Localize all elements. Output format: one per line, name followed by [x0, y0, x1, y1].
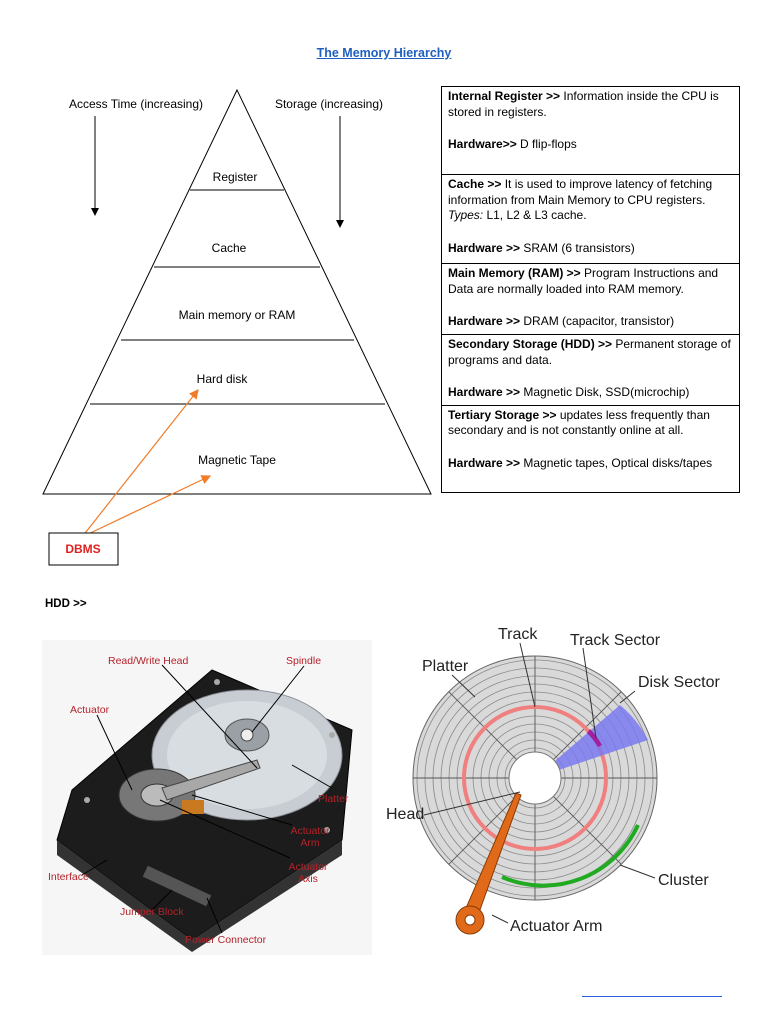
level-main-memory: Main memory or RAM: [179, 308, 296, 322]
level-register: Register: [213, 170, 258, 184]
hardware-value: D flip-flops: [517, 137, 577, 151]
hardware-label: Hardware >>: [448, 314, 520, 328]
table-row: Main Memory (RAM) >> Program Instruction…: [442, 264, 740, 335]
label-spindle: Spindle: [286, 655, 321, 667]
label-actuator: Actuator: [70, 704, 110, 716]
hardware-label: Hardware >>: [448, 456, 520, 470]
label-actuator-arm-line2: Arm: [300, 837, 320, 849]
hdd-photo: Read/Write Head Spindle Actuator Platter…: [42, 640, 372, 955]
row-heading: Cache >>: [448, 177, 501, 191]
label-track: Track: [498, 626, 538, 643]
hardware-label: Hardware>>: [448, 137, 517, 151]
types-label: Types:: [448, 208, 483, 222]
label-actuator-arm-line1: Actuator: [290, 825, 330, 837]
label-platter-disk: Platter: [422, 658, 469, 675]
hdd-heading: HDD >>: [45, 598, 87, 610]
label-read-write-head: Read/Write Head: [108, 655, 189, 667]
pyramid-outline: [43, 90, 431, 494]
hardware-value: Magnetic tapes, Optical disks/tapes: [520, 456, 712, 470]
label-head: Head: [386, 806, 424, 823]
label-jumper-block: Jumper Block: [120, 906, 184, 918]
hardware-label: Hardware >>: [448, 385, 520, 399]
types-value: L1, L2 & L3 cache.: [483, 208, 586, 222]
table-row: Cache >> It is used to improve latency o…: [442, 175, 740, 264]
label-actuator-axis-line1: Actuator: [288, 861, 328, 873]
label-disk-sector: Disk Sector: [638, 674, 720, 691]
row-heading: Secondary Storage (HDD) >>: [448, 337, 612, 351]
hardware-value: Magnetic Disk, SSD(microchip): [520, 385, 689, 399]
table-row: Tertiary Storage >> updates less frequen…: [442, 405, 740, 492]
level-cache: Cache: [212, 241, 247, 255]
memory-info-table: Internal Register >> Information inside …: [441, 86, 740, 493]
label-actuator-axis-line2: Axis: [298, 873, 318, 885]
row-heading: Main Memory (RAM) >>: [448, 266, 581, 280]
label-actuator-arm: Actuator Arm: [510, 918, 602, 935]
label-platter: Platter: [318, 793, 349, 805]
row-heading: Tertiary Storage >>: [448, 408, 557, 422]
table-row: Secondary Storage (HDD) >> Permanent sto…: [442, 335, 740, 406]
hardware-value: DRAM (capacitor, transistor): [520, 314, 674, 328]
access-time-label: Access Time (increasing): [69, 97, 203, 111]
dbms-label: DBMS: [65, 542, 100, 556]
level-hard-disk: Hard disk: [197, 372, 249, 386]
dbms-arrow-hard-disk: [82, 390, 198, 537]
storage-label: Storage (increasing): [275, 97, 383, 111]
footer-link-line: [582, 996, 722, 997]
memory-hierarchy-pyramid: Access Time (increasing) Storage (increa…: [0, 0, 440, 580]
label-interface: Interface: [48, 871, 89, 883]
table-row: Internal Register >> Information inside …: [442, 87, 740, 175]
label-power-connector: Power Connector: [185, 934, 267, 946]
label-cluster: Cluster: [658, 872, 709, 889]
label-track-sector: Track Sector: [570, 632, 661, 649]
dbms-arrow-magnetic-tape: [82, 476, 210, 537]
row-heading: Internal Register >>: [448, 89, 560, 103]
hardware-label: Hardware >>: [448, 241, 520, 255]
hardware-value: SRAM (6 transistors): [520, 241, 635, 255]
disk-platter-diagram: Track Track Sector Platter Disk Sector H…: [380, 615, 760, 945]
level-magnetic-tape: Magnetic Tape: [198, 453, 276, 467]
